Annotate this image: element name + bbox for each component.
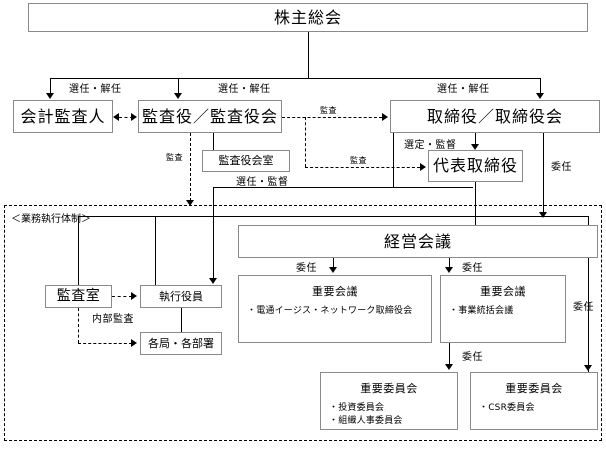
label-internal-audit: 内部監査 <box>92 314 134 325</box>
arrow-audit-into-exec <box>186 200 194 206</box>
label-delegate-side: 委任 <box>573 302 594 313</box>
important-meeting-2-item-0: ・事業統括会議 <box>449 305 514 316</box>
node-executive-officers[interactable]: 執行役員 <box>140 285 222 308</box>
arrow-internal-audit <box>131 339 137 347</box>
edge-delegate-right-v <box>543 133 544 213</box>
label-appoint-dismiss-1: 選任・解任 <box>69 84 122 95</box>
node-audit-board-office[interactable]: 監査役会室 <box>202 150 290 172</box>
arrow-bod-to-repdir <box>471 144 479 150</box>
label-audit-left: 監査 <box>166 153 183 162</box>
node-divisions[interactable]: 各局・各部署 <box>140 332 222 355</box>
arrow-to-accounting-auditor <box>46 93 54 99</box>
edge-audit-to-bod <box>282 117 382 118</box>
arrow-auditoffice-execofficer <box>131 292 137 300</box>
edge-auditor-auditboard <box>119 117 133 118</box>
node-representative-director[interactable]: 代表取締役 <box>428 150 523 182</box>
node-board-of-directors[interactable]: 取締役／取締役会 <box>390 100 600 133</box>
edge-audit-left-v <box>190 133 191 201</box>
label-audit-mid: 監査 <box>350 156 367 165</box>
important-meeting-1-item-0: ・電通イージス・ネットワーク取締役会 <box>247 305 413 316</box>
label-delegate-right: 委任 <box>551 162 572 173</box>
label-appoint-dismiss-2: 選任・解任 <box>218 84 271 95</box>
arrow-left-auditor <box>113 113 119 121</box>
label-appoint-dismiss-3: 選任・解任 <box>437 84 490 95</box>
arrow-audit-to-bod <box>382 113 388 121</box>
node-management-meeting[interactable]: 経営会議 <box>238 225 598 258</box>
edge-mgmt-drop-2 <box>449 258 450 268</box>
execution-system-frame <box>4 205 602 441</box>
edge-sm-drop-left <box>50 78 51 94</box>
edge-auditoffice-execofficer <box>112 296 132 297</box>
label-delegate-c1: 委任 <box>462 352 483 363</box>
edge-exec-bus-drop-auditoffice <box>78 216 79 285</box>
arrow-to-board-of-directors <box>536 93 544 99</box>
edge-sm-bus <box>50 78 540 79</box>
edge-appoint-supervise-bus <box>213 187 473 188</box>
label-audit-top: 監査 <box>320 106 337 115</box>
edge-internal-audit-h <box>78 343 132 344</box>
important-committee-1-item-0: ・投資委員会 <box>329 402 385 413</box>
arrow-to-committee-1 <box>445 364 453 370</box>
important-meeting-2-heading: 重要会議 <box>480 285 526 298</box>
important-committee-1-heading: 重要委員会 <box>360 382 418 395</box>
important-meeting-1-heading: 重要会議 <box>312 285 358 298</box>
label-select-supervise: 選定・監督 <box>404 140 457 151</box>
arrow-mgmt-to-meeting-2 <box>445 267 453 273</box>
node-shareholders-meeting[interactable]: 株主総会 <box>28 3 588 32</box>
arrow-right-auditboard <box>131 113 137 121</box>
node-audit-office[interactable]: 監査室 <box>45 285 112 308</box>
arrow-to-audit-board <box>174 93 182 99</box>
edge-repdir-to-mgmt <box>475 182 476 225</box>
important-committee-2-item-0: ・CSR委員会 <box>479 402 535 413</box>
edge-exec-bus-right-v <box>588 216 589 376</box>
node-important-committee-1[interactable]: 重要委員会 ・投資委員会 ・組織人事委員会 <box>320 372 458 430</box>
edge-audit-branch <box>305 117 306 167</box>
node-important-meeting-1[interactable]: 重要会議 ・電通イージス・ネットワーク取締役会 <box>238 275 432 343</box>
label-delegate-m1: 委任 <box>296 263 317 274</box>
execution-system-label: ＜業務執行体制＞ <box>10 210 92 225</box>
edge-sm-drop-right <box>540 78 541 94</box>
edge-mgmt-drop-1 <box>333 258 334 268</box>
important-committee-2-heading: 重要委員会 <box>505 382 563 395</box>
node-audit-board[interactable]: 監査役／監査役会 <box>138 100 282 133</box>
edge-sm-drop-mid <box>178 78 179 94</box>
edge-auditboard-office-v <box>213 133 214 161</box>
arrow-mgmt-to-meeting-1 <box>329 267 337 273</box>
node-accounting-auditor[interactable]: 会計監査人 <box>13 100 113 133</box>
arrow-delegate-to-mgmt <box>539 212 547 218</box>
edge-sm-stem <box>308 31 309 78</box>
arrow-to-exec-officers <box>209 278 217 284</box>
label-delegate-m2: 委任 <box>462 263 483 274</box>
edge-exec-bus <box>78 216 588 217</box>
label-appoint-supervise: 選任・監督 <box>236 177 289 188</box>
arrow-to-committee-2 <box>584 365 592 371</box>
node-important-meeting-2[interactable]: 重要会議 ・事業統括会議 <box>440 275 566 343</box>
edge-internal-audit-v <box>78 308 79 343</box>
edge-bod-left-v <box>393 133 394 187</box>
edge-execofficer-divisions <box>181 308 182 332</box>
edge-to-exec-officers <box>213 187 214 279</box>
arrow-audit-to-repdir <box>420 163 426 171</box>
edge-exec-bus-drop-execofficer <box>155 216 156 285</box>
edge-meeting2-committee1 <box>449 343 450 365</box>
edge-bod-repdir <box>475 133 476 145</box>
edge-audit-to-repdir <box>305 167 420 168</box>
important-committee-1-item-1: ・組織人事委員会 <box>329 416 403 426</box>
node-important-committee-2[interactable]: 重要委員会 ・CSR委員会 <box>470 372 598 430</box>
